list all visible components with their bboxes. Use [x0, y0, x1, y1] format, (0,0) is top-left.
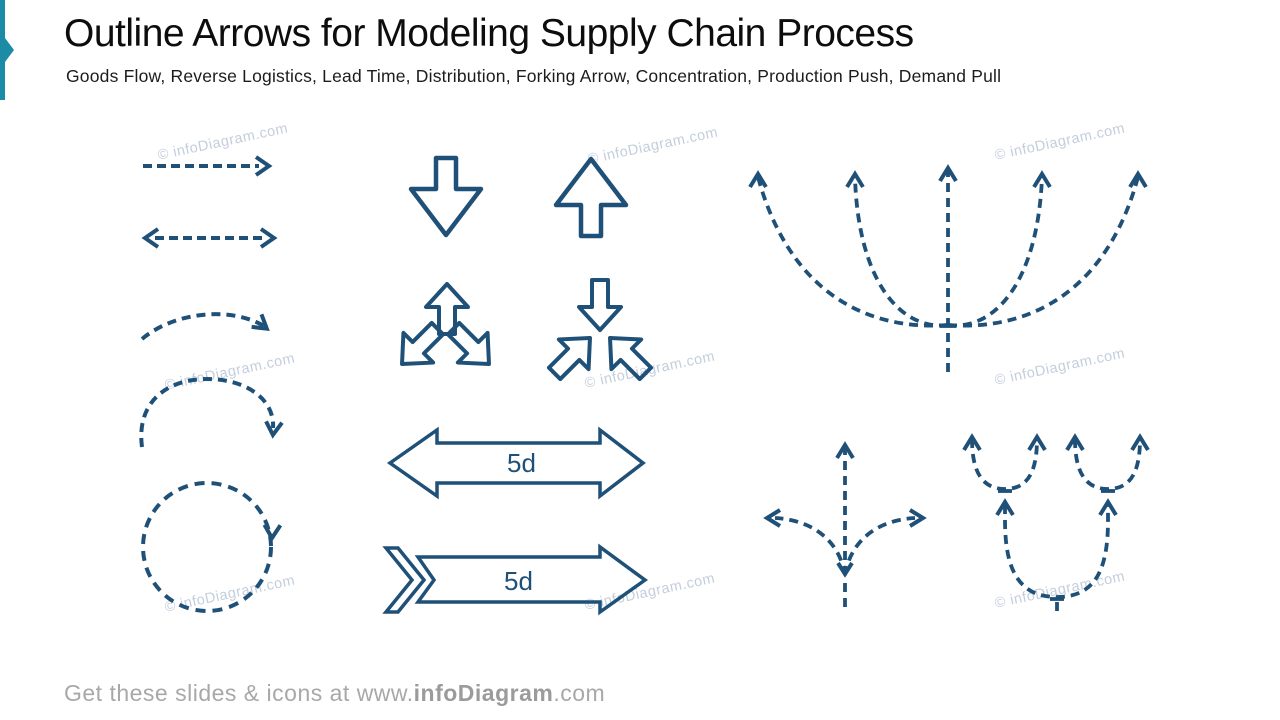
footer-suffix: .com — [553, 680, 606, 706]
footer-brand: infoDiagram — [413, 680, 554, 706]
page-title: Outline Arrows for Modeling Supply Chain… — [64, 12, 914, 55]
distribution-fan-arrows-icon — [748, 164, 1148, 372]
page-subtitle: Goods Flow, Reverse Logistics, Lead Time… — [66, 66, 1002, 86]
demand-pull-arrows-icon — [962, 433, 1150, 614]
accent-chevron-icon — [0, 0, 14, 100]
two-way-dashed-arrow-icon — [141, 227, 278, 249]
concentration-arrows-icon — [546, 278, 654, 382]
fork-three-way-arrow-icon — [763, 441, 927, 611]
outline-up-arrow-icon — [553, 156, 629, 239]
curved-dashed-arrow-icon — [140, 312, 270, 341]
forking-arrows-icon — [400, 282, 491, 366]
circular-dashed-arrow-icon — [141, 481, 283, 613]
semicircle-dashed-arrow-icon — [139, 376, 284, 448]
footer: Get these slides & icons at www.infoDiag… — [64, 680, 605, 707]
footer-prefix: Get these slides & icons at www. — [64, 680, 414, 706]
lead-time-double-arrow: 5d — [386, 426, 646, 500]
lead-time-label: 5d — [507, 448, 536, 478]
outline-down-arrow-icon — [408, 155, 484, 238]
lead-time-striped-arrow: 5d — [382, 543, 648, 616]
goods-flow-dashed-arrow-icon — [143, 155, 273, 177]
lead-time-label: 5d — [504, 566, 533, 596]
